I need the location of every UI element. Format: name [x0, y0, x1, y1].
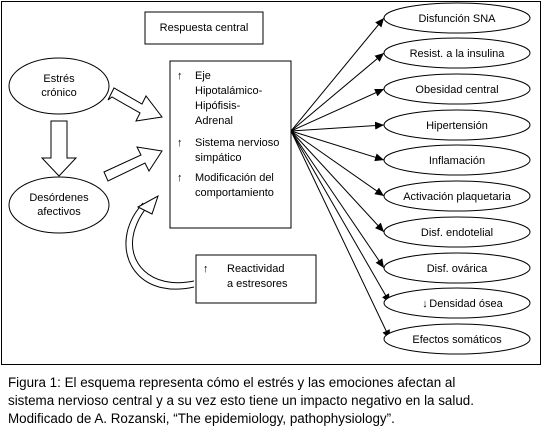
estres-label-line2: crónico — [41, 87, 76, 99]
eje-line2: Hipotalámico- — [195, 85, 263, 97]
connector-arrow-1 — [290, 52, 385, 132]
outcome-inflamacion: Inflamación — [383, 144, 531, 176]
respuesta-central-box: Respuesta central — [144, 11, 264, 45]
outcome-label: Resist. a la insulina — [410, 48, 506, 60]
eje-arrow-up: ↑ — [177, 70, 183, 82]
outcome-list: Disfunción SNA Resist. a la insulina Obe… — [383, 2, 531, 355]
snc-arrow-up: ↑ — [177, 137, 183, 149]
estres-to-desordenes-arrow — [40, 120, 78, 177]
outcome-activacion-plaquetaria: Activación plaquetaria — [383, 180, 531, 212]
connector-arrow-2 — [290, 88, 385, 132]
outcome-label: Disf. endotelial — [421, 227, 493, 239]
connector-arrow-7 — [290, 130, 385, 269]
eje-line3: Hipófisis- — [195, 100, 241, 112]
caption-line: Figura 1: El esquema representa cómo el … — [8, 375, 456, 390]
comp-line2: comportamiento — [195, 187, 274, 199]
outcome-disf-endotelial: Disf. endotelial — [383, 216, 531, 248]
connector-arrow-4 — [290, 130, 385, 162]
comp-arrow-up: ↑ — [177, 172, 183, 184]
connector-arrow-6 — [290, 130, 385, 233]
desordenes-label-line2: afectivos — [37, 206, 81, 218]
estres-label-line1: Estrés — [43, 73, 75, 85]
outcome-label: Hipertensión — [426, 120, 488, 132]
connector-arrow-5 — [290, 130, 385, 197]
comp-line1: Modificación del — [195, 172, 274, 184]
outcome-densidad-osea: ↓ Densidad ósea — [383, 287, 531, 319]
snc-line2: simpático — [195, 152, 241, 164]
outcome-disf-ovarica: Disf. ovárica — [383, 252, 531, 284]
eje-line4: Adrenal — [195, 115, 233, 127]
outcome-label: Efectos somáticos — [412, 334, 502, 346]
reactividad-line1: Reactividad — [227, 263, 284, 275]
outcome-obesidad-central: Obesidad central — [383, 73, 531, 105]
stress-diagram: Respuesta central Estrés crónico Desórde… — [1, 1, 541, 365]
caption-line: Modificado de A. Rozanski, “The epidemio… — [8, 411, 395, 426]
outcome-hipertension: Hipertensión — [383, 109, 531, 141]
outcome-label: Activación plaquetaria — [403, 191, 512, 203]
connector-arrow-9 — [290, 130, 391, 340]
caption-line: sistema nervioso central y a su vez esto… — [8, 393, 474, 408]
outcome-connectors — [290, 17, 391, 340]
central-response-box: ↑ Eje Hipotalámico- Hipófisis- Adrenal ↑… — [169, 60, 292, 229]
figure-caption: Figura 1: El esquema representa cómo el … — [8, 374, 536, 428]
densidad-arrow-down: ↓ — [422, 298, 428, 310]
desordenes-label-line1: Desórdenes — [29, 192, 89, 204]
connector-arrow-8 — [290, 130, 391, 304]
reactividad-box: ↑ Reactividad a estresores — [195, 254, 317, 304]
estres-to-central-arrow — [107, 87, 163, 122]
outcome-efectos-somaticos: Efectos somáticos — [383, 323, 531, 355]
desordenes-afectivos-node: Desórdenes afectivos — [8, 176, 110, 234]
reactividad-line2: a estresores — [227, 278, 288, 290]
outcome-label: Inflamación — [429, 155, 485, 167]
snc-line1: Sistema nervioso — [195, 137, 279, 149]
connector-arrow-0 — [290, 17, 385, 132]
outcome-resist-insulina: Resist. a la insulina — [383, 37, 531, 69]
feedback-curved-arrow — [125, 194, 195, 290]
respuesta-central-label: Respuesta central — [160, 22, 249, 34]
estres-cronico-node: Estrés crónico — [8, 57, 110, 115]
eje-line1: Eje — [195, 70, 211, 82]
reactividad-arrow-up: ↑ — [203, 263, 209, 275]
outcome-disfuncion-sna: Disfunción SNA — [383, 2, 531, 34]
outcome-label: Densidad ósea — [429, 298, 503, 310]
connector-arrow-3 — [290, 121, 385, 132]
outcome-label: Disf. ovárica — [427, 263, 488, 275]
outcome-label: Disfunción SNA — [418, 13, 496, 25]
outcome-label: Obesidad central — [415, 84, 498, 96]
desordenes-to-central-arrow — [103, 146, 163, 182]
